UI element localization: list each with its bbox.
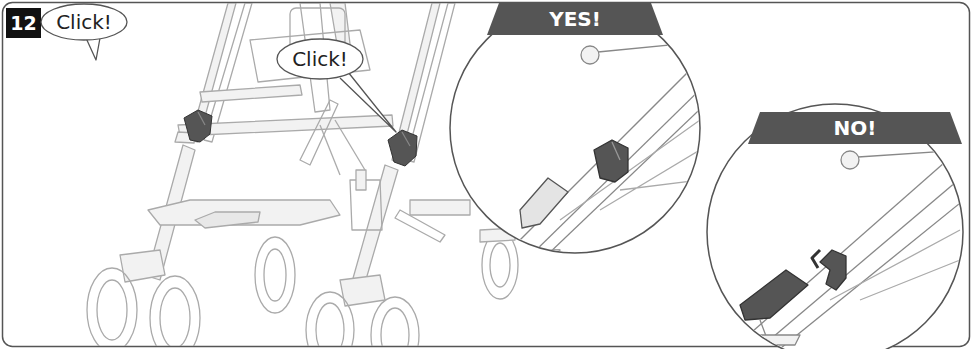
stroller-drawing [86, 3, 518, 346]
detail-circle [707, 104, 963, 349]
no-banner-text: NO! [834, 117, 877, 139]
clip [184, 110, 212, 142]
tube-sleeve [740, 270, 808, 320]
speech-bubble: Click! [276, 38, 364, 80]
speech-bubble-text: Click! [292, 48, 348, 70]
square-fill [6, 8, 41, 38]
tube-sleeve [520, 178, 568, 228]
band-fill [487, 3, 663, 35]
no-banner: NO! [748, 112, 962, 144]
clip [820, 250, 846, 290]
ellipse-fill [41, 4, 127, 40]
clip [388, 130, 417, 166]
speech-bubble: Click! [40, 3, 128, 41]
step-number: 12 [6, 8, 41, 38]
speech-bubble-text: Click! [56, 11, 112, 33]
clip [594, 140, 628, 182]
detail-circle [450, 3, 700, 253]
ellipse-fill [277, 39, 363, 79]
yes-banner: YES! [487, 3, 663, 35]
yes-banner-text: YES! [549, 8, 601, 30]
step-number-text: 12 [10, 13, 36, 34]
band-fill [748, 112, 962, 144]
